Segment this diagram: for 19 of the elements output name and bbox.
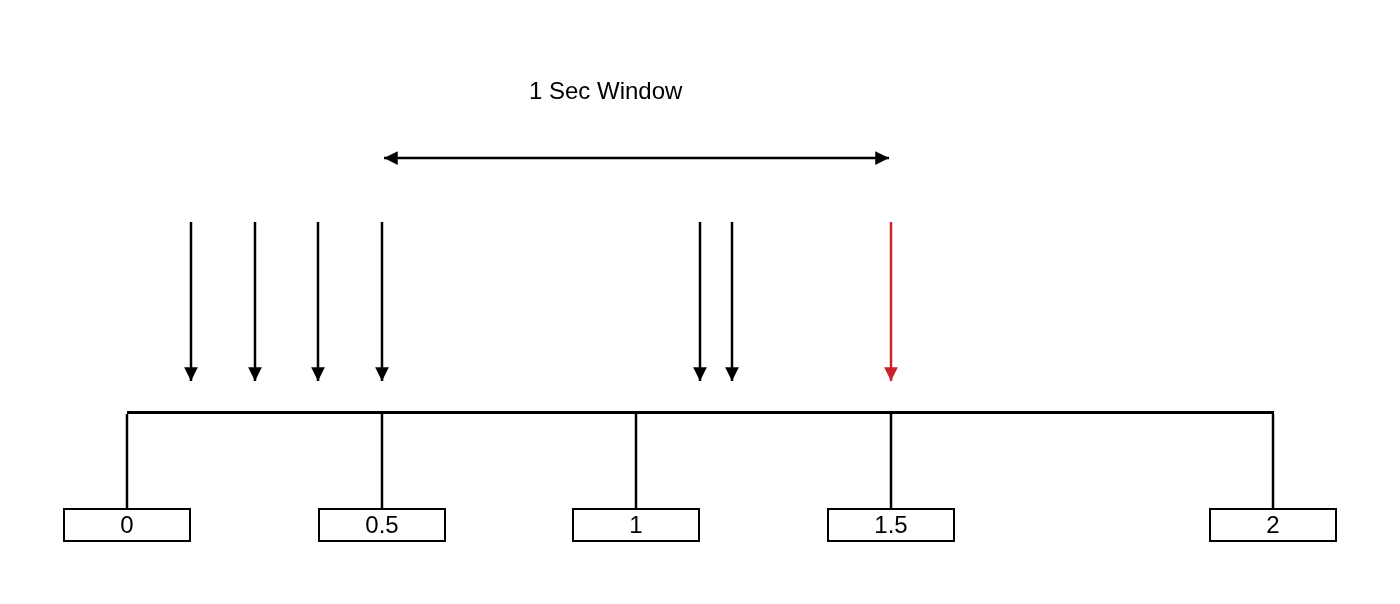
event-arrow [884,222,898,381]
tick-label-box: 0 [63,508,191,542]
event-arrow [311,222,325,381]
tick-line [634,414,638,508]
tick-line [380,414,384,508]
tick-label-box: 0.5 [318,508,446,542]
event-arrow [693,222,707,381]
tick-line [125,414,129,508]
event-arrow [725,222,739,381]
tick-label-box: 2 [1209,508,1337,542]
tick-label-box: 1.5 [827,508,955,542]
timeline-axis [127,411,1274,414]
tick-line [889,414,893,508]
tick-label-box: 1 [572,508,700,542]
tick-line [1271,414,1275,508]
event-arrow [375,222,389,381]
event-arrow [184,222,198,381]
window-label: 1 Sec Window [529,77,683,105]
event-arrow [248,222,262,381]
